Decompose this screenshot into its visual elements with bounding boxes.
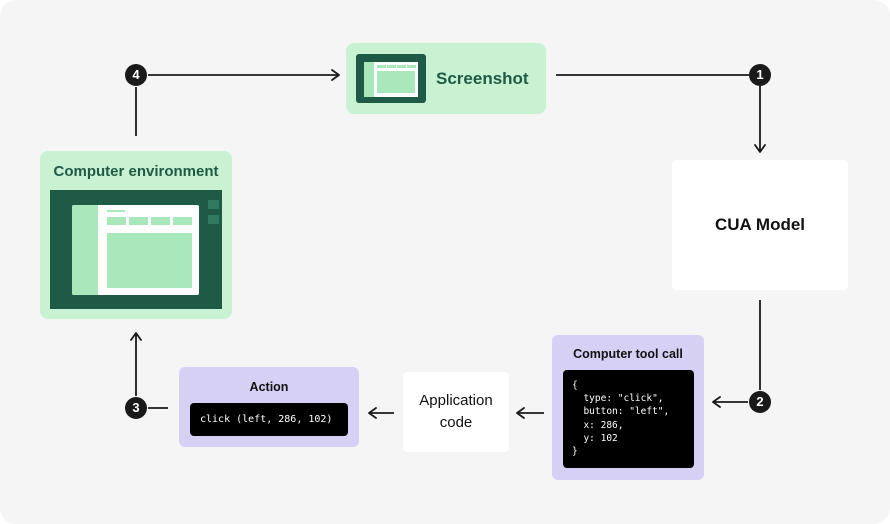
screenshot-thumbnail-icon [356, 54, 426, 103]
app-window-illustration [72, 205, 199, 295]
cua-model-label: CUA Model [714, 215, 806, 234]
desktop-icon [208, 215, 219, 224]
application-code-label: Application code [419, 392, 493, 431]
step-badge-4: 4 [125, 64, 147, 86]
action-code-block: click (left, 286, 102) [190, 403, 348, 436]
screenshot-node: Screenshot [346, 43, 546, 114]
tool-call-code-block: { type: "click", button: "left", x: 286,… [563, 370, 694, 468]
cua-model-node: CUA Model [672, 160, 848, 290]
computer-environment-node: Computer environment [40, 151, 232, 319]
computer-tool-call-label: Computer tool call [573, 347, 683, 361]
desktop-icon [208, 200, 219, 209]
action-node: Action click (left, 286, 102) [179, 367, 359, 447]
edge-screenshot-to-cua [556, 74, 760, 152]
screenshot-label: Screenshot [436, 69, 529, 88]
desktop-illustration [50, 190, 222, 309]
computer-tool-call-node: Computer tool call { type: "click", butt… [552, 335, 704, 480]
application-code-node: Application code [403, 372, 509, 452]
action-label: Action [249, 380, 289, 394]
step-badge-1: 1 [749, 64, 771, 86]
step-badge-3: 3 [125, 397, 147, 419]
computer-environment-label: Computer environment [53, 163, 219, 180]
step-badge-2: 2 [749, 391, 771, 413]
